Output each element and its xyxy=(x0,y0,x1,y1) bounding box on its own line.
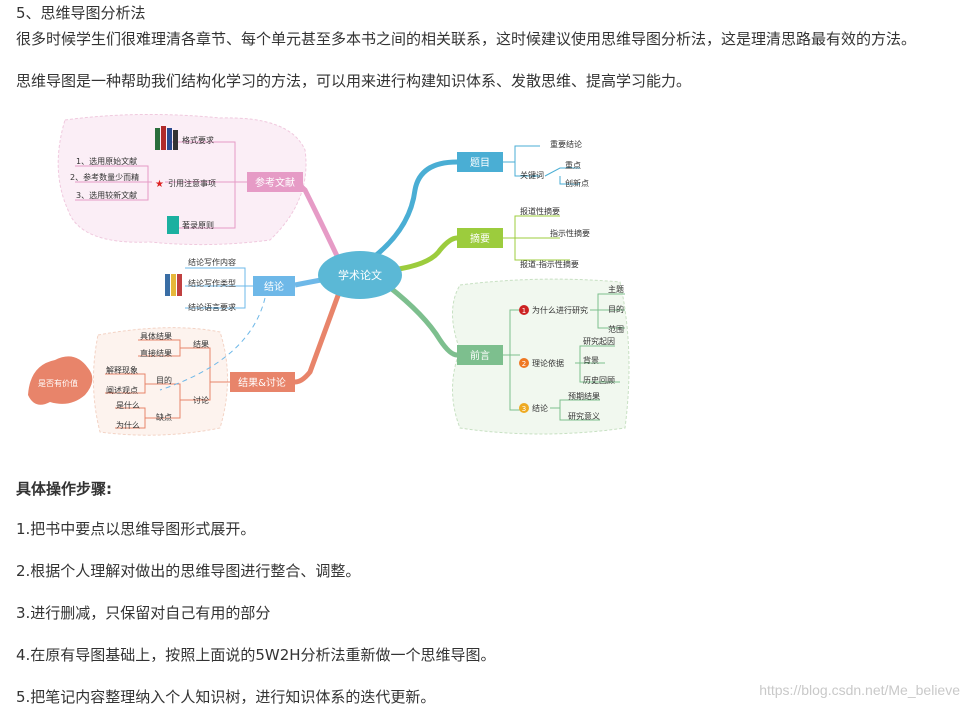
preface-item-label: 范围 xyxy=(608,324,624,334)
preface-node-label: 前言 xyxy=(470,349,490,362)
conclusion-node-label: 结论 xyxy=(264,280,284,293)
step-5: 5.把笔记内容整理纳入个人知识树，进行知识体系的迭代更新。 xyxy=(16,688,436,706)
conclusion-item-label: 结论写作类型 xyxy=(188,278,236,288)
abstract-node xyxy=(457,228,503,248)
value-label: 是否有价值 xyxy=(38,378,78,388)
preface-item-label: 预期结果 xyxy=(568,391,600,401)
preface-item-label: 目的 xyxy=(608,304,624,314)
step-3: 3.进行删减，只保留对自己有用的部分 xyxy=(16,604,271,622)
center-node: 学术论文 xyxy=(318,251,402,299)
preface-group-label: 理论依据 xyxy=(532,358,564,368)
preface-item-label: 研究意义 xyxy=(568,411,600,421)
purpose-item-label: 解释现象 xyxy=(106,365,138,375)
conclusion-node xyxy=(253,276,295,296)
result-item-label: 直接结果 xyxy=(140,348,172,358)
flaw-label: 缺点 xyxy=(156,412,172,422)
reference-sub-label: 3、选用较新文献 xyxy=(76,190,137,200)
discussion-node-label: 结果&讨论 xyxy=(238,376,286,389)
conclusion-item-label: 结论写作内容 xyxy=(188,257,236,267)
preface-item-label: 研究起因 xyxy=(583,336,615,346)
preface-item-label: 历史回顾 xyxy=(583,375,615,385)
mind-map-image: 学术论文 题目 重要结论 关键词 重点 创新点 摘要 报道性摘要 指示性摘要 报… xyxy=(28,113,630,436)
star-icon: ★ xyxy=(155,179,164,190)
reference-node-label: 参考文献 xyxy=(255,176,295,189)
section-heading: 5、思维导图分析法 xyxy=(16,4,146,22)
title-item-label: 关键词 xyxy=(520,170,544,180)
abstract-item-label: 报道性摘要 xyxy=(520,206,560,216)
title-node xyxy=(457,152,503,172)
intro-paragraph-1: 很多时候学生们很难理清各章节、每个单元甚至多本书之间的相关联系，这时候建议使用思… xyxy=(16,30,917,48)
step-4: 4.在原有导图基础上，按照上面说的5W2H分析法重新做一个思维导图。 xyxy=(16,646,496,664)
preface-group-number: 1 xyxy=(522,307,526,315)
reference-item-label: 格式要求 xyxy=(182,135,214,145)
conclusion-item-label: 结论语言要求 xyxy=(188,302,236,312)
preface-group-number: 3 xyxy=(522,405,526,413)
preface-group-label: 为什么进行研究 xyxy=(532,305,588,315)
flaw-item-label: 为什么 xyxy=(116,420,140,430)
abstract-item-label: 指示性摘要 xyxy=(550,228,590,238)
step-1: 1.把书中要点以思维导图形式展开。 xyxy=(16,520,256,538)
preface-group-number: 2 xyxy=(522,360,526,368)
purpose-item-label: 阐述观点 xyxy=(106,385,138,395)
title-node-label: 题目 xyxy=(470,157,490,169)
discuss-label: 讨论 xyxy=(193,395,209,405)
result-label: 结果 xyxy=(193,339,209,349)
center-label: 学术论文 xyxy=(338,268,382,282)
watermark: https://blog.csdn.net/Me_believe xyxy=(759,682,960,698)
intro-paragraph-2: 思维导图是一种帮助我们结构化学习的方法，可以用来进行构建知识体系、发散思维、提高… xyxy=(16,72,692,90)
preface-item-label: 背景 xyxy=(583,355,599,365)
title-item-label: 重点 xyxy=(565,160,581,170)
flaw-item-label: 是什么 xyxy=(116,400,140,410)
step-2: 2.根据个人理解对做出的思维导图进行整合、调整。 xyxy=(16,562,361,580)
reference-sub-label: 1、选用原始文献 xyxy=(76,156,137,166)
reference-item-label: 著录原则 xyxy=(182,220,214,230)
steps-title: 具体操作步骤: xyxy=(16,480,112,498)
purpose-label: 目的 xyxy=(156,375,172,385)
reference-node xyxy=(247,172,303,192)
title-item-label: 创新点 xyxy=(565,178,589,188)
abstract-node-label: 摘要 xyxy=(470,232,490,245)
preface-node xyxy=(457,345,503,365)
title-item-label: 重要结论 xyxy=(550,139,582,149)
discussion-node xyxy=(230,372,295,392)
reference-sub-label: 2、参考数量少而精 xyxy=(70,172,139,182)
reference-item-label: 引用注意事项 xyxy=(168,178,216,188)
preface-item-label: 主题 xyxy=(608,284,624,294)
result-item-label: 具体结果 xyxy=(140,331,172,341)
abstract-item-label: 报道-指示性摘要 xyxy=(520,259,579,269)
preface-group-label: 结论 xyxy=(532,403,548,413)
